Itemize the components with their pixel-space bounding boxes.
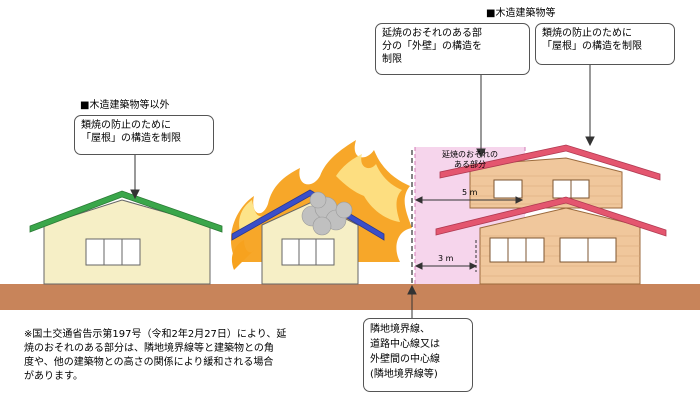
callout-line: 分の「外壁」の構造を bbox=[382, 41, 482, 52]
footnote-line: 焼のおそれのある部分は、隣地境界線等と建築物との角 bbox=[24, 343, 274, 354]
callout-wooden-roof: 類焼の防止のために 「屋根」の構造を制限 bbox=[535, 23, 675, 65]
callout-wooden-wall: 延焼のおそれのある部 分の「外壁」の構造を 制限 bbox=[375, 23, 530, 75]
house-non-wooden bbox=[29, 190, 223, 285]
callout-non-wooden-roof: 類焼の防止のために 「屋根」の構造を制限 bbox=[74, 115, 214, 155]
distance-lower: 3 m bbox=[438, 254, 454, 263]
distance-upper: 5 m bbox=[462, 188, 478, 197]
callout-line: (隣地境界線等) bbox=[370, 369, 438, 380]
callout-line: 類焼の防止のために bbox=[81, 120, 171, 131]
callout-line: 外壁間の中心線 bbox=[370, 354, 440, 365]
callout-pointers bbox=[130, 65, 595, 318]
house-wooden bbox=[435, 144, 667, 285]
house-burning bbox=[231, 189, 385, 285]
callout-line: 制限 bbox=[382, 54, 402, 65]
ground bbox=[0, 284, 700, 310]
callout-line: 隣地境界線、 bbox=[370, 324, 430, 335]
zone-label-line: ある部分 bbox=[454, 160, 486, 169]
callout-line: 延焼のおそれのある部 bbox=[382, 28, 482, 39]
footnote-line: があります。 bbox=[24, 371, 83, 382]
zone-label: 延焼のおそれの ある部分 bbox=[430, 150, 510, 170]
callout-line: 「屋根」の構造を制限 bbox=[542, 41, 642, 52]
distance-arrows bbox=[414, 196, 524, 272]
section-title-wooden: ■木造建築物等 bbox=[486, 8, 556, 19]
footnote-line: ※国土交通省告示第197号（令和2年2月27日）により、延 bbox=[24, 329, 287, 340]
footnote: ※国土交通省告示第197号（令和2年2月27日）により、延 焼のおそれのある部分… bbox=[24, 328, 344, 384]
zone-label-line: 延焼のおそれの bbox=[442, 150, 498, 159]
callout-line: 「屋根」の構造を制限 bbox=[81, 133, 181, 144]
callout-line: 道路中心線又は bbox=[370, 339, 440, 350]
callout-line: 類焼の防止のために bbox=[542, 28, 632, 39]
smoke bbox=[301, 191, 353, 236]
section-title-non-wooden: ■木造建築物等以外 bbox=[80, 100, 170, 111]
callout-boundary: 隣地境界線、 道路中心線又は 外壁間の中心線 (隣地境界線等) bbox=[363, 318, 473, 392]
footnote-line: 度や、他の建築物との高さの関係により緩和される場合 bbox=[24, 357, 274, 368]
